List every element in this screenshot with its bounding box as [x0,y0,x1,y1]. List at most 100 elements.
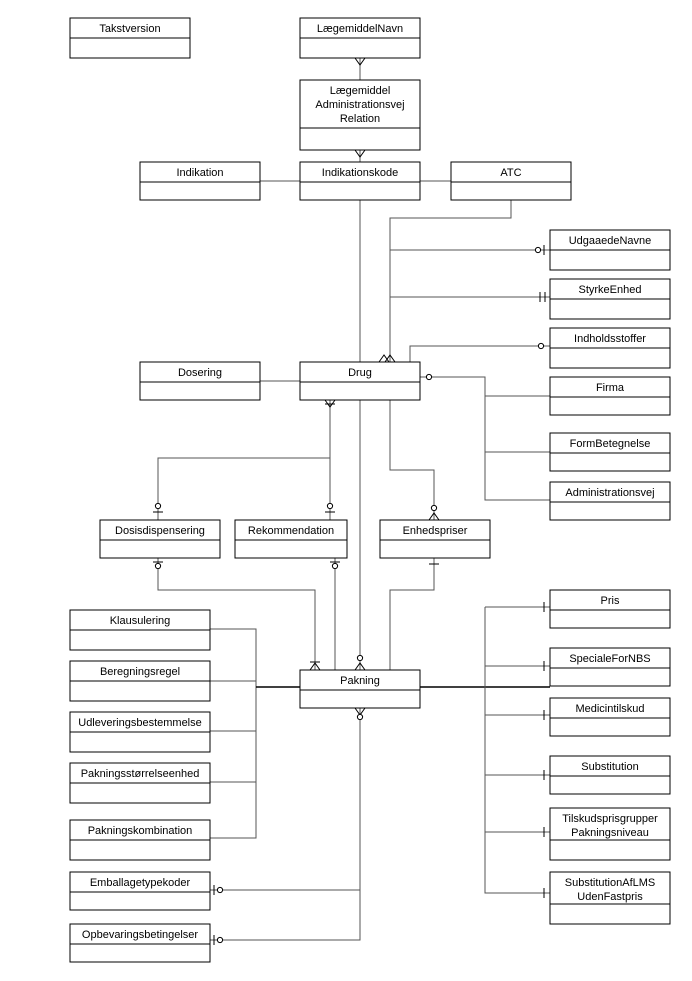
relationship-line-14 [157,400,331,520]
entity-box [139,361,261,401]
entity-name: Administrationsvej [315,99,404,111]
entity-name: Substitution [581,761,638,773]
crowfoot-marker-18 [324,399,336,408]
entity-pakningskombination: Pakningskombination [69,819,211,861]
entity-dosisdispensering: Dosisdispensering [99,519,221,559]
entity-name: Emballagetypekoder [90,877,191,889]
zero-marker-16 [425,373,433,381]
entity-name: Dosisdispensering [115,525,205,537]
entity-name: SubstitutionAfLMS [565,877,656,889]
entity-name: Relation [340,113,380,125]
entity-name: Pakning [340,675,380,687]
entity-box [549,697,671,737]
entity-indikationskode: Indikationskode [299,161,421,201]
entity-styrkeenhed: StyrkeEnhed [549,278,671,320]
entity-box [69,871,211,911]
entity-box [99,519,221,559]
entity-drug: Drug [299,361,421,401]
entity-name: Administrationsvej [565,487,654,499]
relationship-line-11 [420,376,550,501]
relationship-line-6 [389,200,512,362]
entity-name: Klausulering [110,615,171,627]
zero-marker-46 [216,936,224,944]
entity-substitution: Substitution [549,755,671,795]
zero-marker-44 [216,886,224,894]
crowfoot-marker-1 [354,57,366,66]
entity-name: Lægemiddel [330,85,391,97]
entity-name: Enhedspriser [403,525,468,537]
entity-takstversion: Takstversion [69,17,191,59]
relationship-line-28 [484,607,550,894]
crowfoot-marker-30 [309,662,321,671]
entity-pakning: Pakning [299,669,421,709]
entity-substitutionaflms: SubstitutionAfLMS UdenFastpris [549,871,671,925]
entity-medicintilskud: Medicintilskud [549,697,671,737]
entity-name: Rekommendation [248,525,334,537]
entity-firma: Firma [549,376,671,416]
entity-emballagetypekoder: Emballagetypekoder [69,871,211,911]
relationship-lines [157,58,550,941]
zero-marker-42 [356,713,364,721]
entity-box [450,161,572,201]
entity-pakningsstoerrelseenhed: Pakningsstørrelseenhed [69,762,211,804]
entity-box [549,871,671,925]
entity-dosering: Dosering [139,361,261,401]
entity-atc: ATC [450,161,572,201]
zero-marker-33 [356,654,364,662]
entity-box [549,807,671,861]
entity-administrationsvej: Administrationsvej [549,481,671,521]
relationship-line-16 [389,400,435,520]
relationship-line-20 [389,558,435,670]
entity-name: SpecialeForNBS [569,653,650,665]
entity-name: UdenFastpris [577,891,643,903]
entity-enhedspriser: Enhedspriser [379,519,491,559]
entity-specialefornbs: SpecialeForNBS [549,647,671,687]
entity-name: Indholdsstoffer [574,333,646,345]
relationship-line-18 [157,558,316,670]
entity-name: Drug [348,367,372,379]
zero-marker-12 [537,342,545,350]
entity-box [299,361,421,401]
entity-boxes: Takstversion LægemiddelNavnLægemiddelAdmi… [69,17,671,963]
crowfoot-marker-32 [354,662,366,671]
entity-udleveringsbestemmelse: Udleveringsbestemmelse [69,711,211,753]
zero-marker-25 [154,562,162,570]
entity-opbevaringsbetingelser: Opbevaringsbetingelser [69,923,211,963]
zero-marker-19 [154,502,162,510]
crowfoot-marker-6 [378,354,390,363]
entity-name: StyrkeEnhed [579,284,642,296]
entity-box [299,161,421,201]
entity-name: Pris [601,595,620,607]
entity-klausulering: Klausulering [69,609,211,651]
entity-box [69,923,211,963]
entity-box [549,481,671,521]
entity-name: Indikationskode [322,167,398,179]
zero-marker-7 [534,246,542,254]
entity-name: Indikation [176,167,223,179]
zero-marker-27 [331,562,339,570]
zero-marker-24 [430,504,438,512]
entity-name: Opbevaringsbetingelser [82,929,199,941]
entity-formbetegnelse: FormBetegnelse [549,432,671,472]
entity-name: Firma [596,382,625,394]
crowfoot-marker-23 [428,512,440,521]
entity-name: Pakningsniveau [571,827,649,839]
entity-indikation: Indikation [139,161,261,201]
relationship-line-33 [210,708,361,891]
entity-name: Pakningsstørrelseenhed [81,768,200,780]
entity-name: Beregningsregel [100,666,180,678]
entity-name: FormBetegnelse [570,438,651,450]
entity-box [299,79,421,151]
relationship-line-21 [210,628,257,839]
entity-name: Medicintilskud [575,703,644,715]
entity-udgaaedenavne: UdgaaedeNavne [549,229,671,271]
entity-rekommendation: Rekommendation [234,519,348,559]
entity-name: Tilskudsprisgrupper [562,813,658,825]
entity-box [234,519,348,559]
crowfoot-marker-2 [354,149,366,158]
entity-laegemiddelnavn: LægemiddelNavn [299,17,421,59]
entity-box [549,589,671,629]
